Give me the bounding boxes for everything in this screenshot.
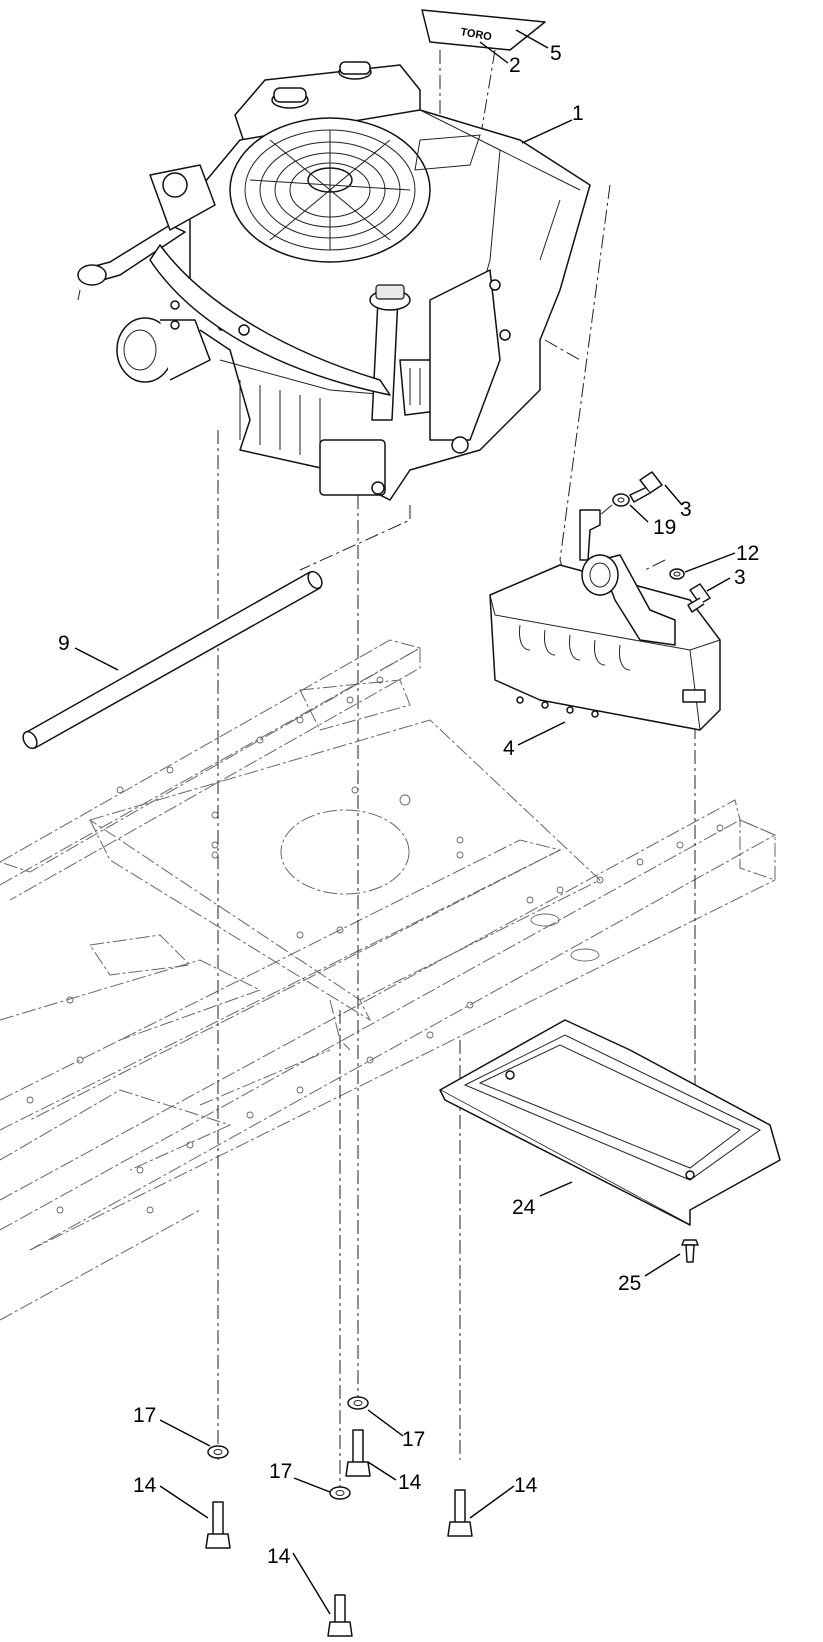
bolt-14-left[interactable] xyxy=(205,1501,231,1549)
washer-17-right[interactable] xyxy=(347,1396,369,1410)
chassis-frame xyxy=(0,639,777,1321)
callout-17-center: 17 xyxy=(269,1460,292,1483)
lock-washer-12[interactable] xyxy=(669,568,685,580)
leader-lines xyxy=(74,29,736,1615)
callout-3-lower: 3 xyxy=(734,566,746,589)
decal-text: TORO xyxy=(459,26,493,43)
callout-19: 19 xyxy=(653,516,676,539)
callout-14-center: 14 xyxy=(267,1545,291,1568)
callout-12: 12 xyxy=(736,542,759,565)
callout-labels: 1 2 5 3 19 12 3 9 4 24 25 17 17 17 14 14… xyxy=(58,42,759,1568)
bolt-14-center[interactable] xyxy=(327,1594,353,1637)
muffler-assembly[interactable] xyxy=(489,509,721,731)
screw-25[interactable] xyxy=(681,1239,699,1263)
lock-washer-19[interactable] xyxy=(612,493,630,507)
decal-plate[interactable]: TORO xyxy=(421,9,546,51)
callout-4: 4 xyxy=(503,737,515,760)
washer-17-left[interactable] xyxy=(207,1445,229,1459)
bolt-3-upper[interactable] xyxy=(629,471,663,503)
callout-14-far-right: 14 xyxy=(514,1474,538,1497)
tube-9[interactable] xyxy=(20,569,324,751)
bolt-14-right[interactable] xyxy=(345,1429,371,1477)
callout-17-left: 17 xyxy=(133,1404,156,1427)
callout-25: 25 xyxy=(618,1272,641,1295)
bolt-3-lower[interactable] xyxy=(687,583,711,613)
callout-9: 9 xyxy=(58,632,70,655)
callout-5: 5 xyxy=(550,42,562,65)
callout-2: 2 xyxy=(509,54,521,77)
callout-14-left: 14 xyxy=(133,1474,157,1497)
heat-shield-24[interactable] xyxy=(439,1019,781,1226)
callout-24: 24 xyxy=(512,1196,536,1219)
bolt-14-far-right[interactable] xyxy=(447,1489,473,1537)
engine-assembly[interactable] xyxy=(77,61,591,501)
callout-14-right: 14 xyxy=(398,1471,422,1494)
callout-1: 1 xyxy=(572,102,584,125)
washer-17-center[interactable] xyxy=(329,1486,351,1500)
callout-17-right: 17 xyxy=(402,1428,425,1451)
callout-3-upper: 3 xyxy=(680,498,692,521)
